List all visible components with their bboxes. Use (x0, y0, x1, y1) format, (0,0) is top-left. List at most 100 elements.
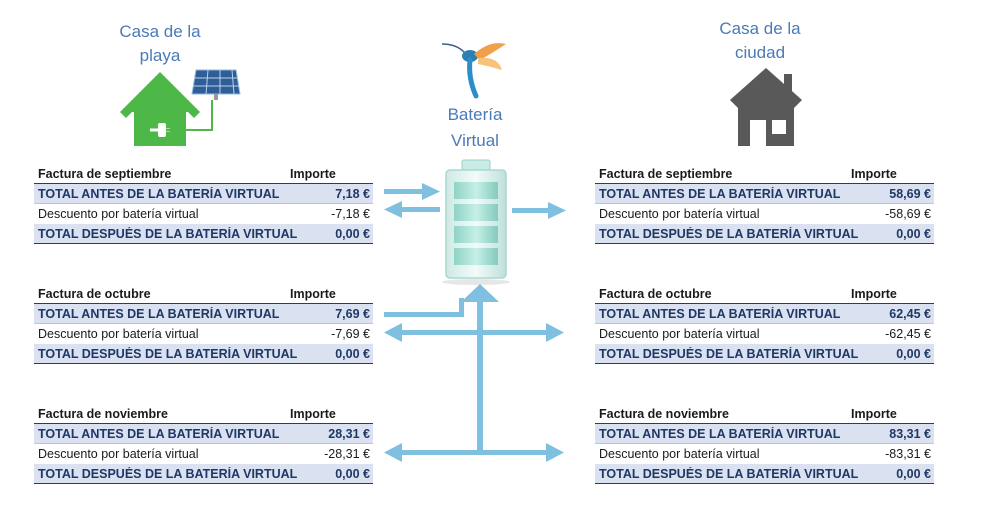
total-before-value: 83,31 € (889, 426, 931, 441)
total-after-value: 0,00 € (896, 226, 931, 241)
arrow-november-distribution (384, 443, 564, 462)
total-before-value: 7,18 € (335, 186, 370, 201)
bill-month: Factura de noviembre (38, 406, 168, 421)
total-before-label: TOTAL ANTES DE LA BATERÍA VIRTUAL (38, 186, 280, 201)
total-after-label: TOTAL DESPUÉS DE LA BATERÍA VIRTUAL (599, 466, 859, 481)
arrow-october-left-to-battery (384, 298, 464, 317)
discount-row: Descuento por batería virtual -83,31 € (595, 444, 934, 464)
total-before-row: TOTAL ANTES DE LA BATERÍA VIRTUAL 7,69 € (34, 304, 373, 324)
discount-label: Descuento por batería virtual (38, 447, 199, 461)
total-before-row: TOTAL ANTES DE LA BATERÍA VIRTUAL 28,31 … (34, 424, 373, 444)
bill-month: Factura de septiembre (38, 166, 172, 181)
virtual-battery-title-line1: Batería (447, 105, 503, 124)
bill-header: Factura de septiembre Importe (595, 164, 934, 184)
amount-header: Importe (851, 166, 897, 181)
arrow-battery-to-right (512, 202, 566, 219)
total-before-label: TOTAL ANTES DE LA BATERÍA VIRTUAL (599, 186, 841, 201)
house-icon (730, 68, 802, 146)
energy-flow-arrows (384, 183, 566, 462)
bill-month: Factura de octubre (599, 286, 712, 301)
total-before-row: TOTAL ANTES DE LA BATERÍA VIRTUAL 83,31 … (595, 424, 934, 444)
bill-right-september: Factura de septiembre Importe TOTAL ANTE… (595, 164, 934, 244)
bill-header: Factura de noviembre Importe (595, 404, 934, 424)
amount-header: Importe (290, 406, 336, 421)
total-after-row: TOTAL DESPUÉS DE LA BATERÍA VIRTUAL 0,00… (34, 464, 373, 484)
total-before-value: 7,69 € (335, 306, 370, 321)
total-after-label: TOTAL DESPUÉS DE LA BATERÍA VIRTUAL (599, 226, 859, 241)
total-after-label: TOTAL DESPUÉS DE LA BATERÍA VIRTUAL (38, 226, 298, 241)
bill-header: Factura de octubre Importe (595, 284, 934, 304)
discount-label: Descuento por batería virtual (38, 327, 199, 341)
discount-value: -7,18 € (331, 207, 370, 221)
bill-header: Factura de octubre Importe (34, 284, 373, 304)
battery-icon (442, 159, 510, 285)
total-before-value: 58,69 € (889, 186, 931, 201)
right-house-title-line2: ciudad (734, 43, 786, 62)
arrow-up-to-battery (461, 284, 499, 302)
vertical-trunk (477, 300, 483, 452)
discount-value: -28,31 € (324, 447, 370, 461)
discount-label: Descuento por batería virtual (599, 327, 760, 341)
arrow-battery-to-left (384, 201, 440, 218)
total-before-value: 62,45 € (889, 306, 931, 321)
total-before-row: TOTAL ANTES DE LA BATERÍA VIRTUAL 58,69 … (595, 184, 934, 204)
total-before-label: TOTAL ANTES DE LA BATERÍA VIRTUAL (599, 426, 841, 441)
bill-left-september: Factura de septiembre Importe TOTAL ANTE… (34, 164, 373, 244)
total-after-label: TOTAL DESPUÉS DE LA BATERÍA VIRTUAL (38, 466, 298, 481)
total-after-row: TOTAL DESPUÉS DE LA BATERÍA VIRTUAL 0,00… (595, 224, 934, 244)
total-after-value: 0,00 € (335, 346, 370, 361)
total-after-label: TOTAL DESPUÉS DE LA BATERÍA VIRTUAL (599, 346, 859, 361)
total-after-value: 0,00 € (335, 226, 370, 241)
bill-month: Factura de noviembre (599, 406, 729, 421)
discount-row: Descuento por batería virtual -62,45 € (595, 324, 934, 344)
total-after-label: TOTAL DESPUÉS DE LA BATERÍA VIRTUAL (38, 346, 298, 361)
total-before-label: TOTAL ANTES DE LA BATERÍA VIRTUAL (599, 306, 841, 321)
bill-header: Factura de septiembre Importe (34, 164, 373, 184)
total-after-row: TOTAL DESPUÉS DE LA BATERÍA VIRTUAL 0,00… (34, 224, 373, 244)
discount-value: -62,45 € (885, 327, 931, 341)
amount-header: Importe (851, 286, 897, 301)
discount-label: Descuento por batería virtual (38, 207, 199, 221)
bill-right-november: Factura de noviembre Importe TOTAL ANTES… (595, 404, 934, 484)
bill-month: Factura de septiembre (599, 166, 733, 181)
left-house-title-line2: playa (139, 46, 181, 65)
solar-panel-icon (191, 69, 241, 100)
total-after-row: TOTAL DESPUÉS DE LA BATERÍA VIRTUAL 0,00… (595, 344, 934, 364)
discount-row: Descuento por batería virtual -7,18 € (34, 204, 373, 224)
total-after-value: 0,00 € (896, 346, 931, 361)
total-after-value: 0,00 € (335, 466, 370, 481)
amount-header: Importe (290, 286, 336, 301)
arrow-october-distribution (384, 323, 564, 342)
left-house-title: Casa de la playa (100, 20, 220, 68)
total-after-value: 0,00 € (896, 466, 931, 481)
total-before-value: 28,31 € (328, 426, 370, 441)
discount-row: Descuento por batería virtual -58,69 € (595, 204, 934, 224)
total-after-row: TOTAL DESPUÉS DE LA BATERÍA VIRTUAL 0,00… (595, 464, 934, 484)
virtual-battery-title: Batería Virtual (415, 102, 535, 154)
total-before-label: TOTAL ANTES DE LA BATERÍA VIRTUAL (38, 306, 280, 321)
total-before-row: TOTAL ANTES DE LA BATERÍA VIRTUAL 62,45 … (595, 304, 934, 324)
bill-left-october: Factura de octubre Importe TOTAL ANTES D… (34, 284, 373, 364)
discount-label: Descuento por batería virtual (599, 207, 760, 221)
bill-left-november: Factura de noviembre Importe TOTAL ANTES… (34, 404, 373, 484)
virtual-battery-title-line2: Virtual (451, 131, 499, 150)
discount-row: Descuento por batería virtual -28,31 € (34, 444, 373, 464)
total-before-row: TOTAL ANTES DE LA BATERÍA VIRTUAL 7,18 € (34, 184, 373, 204)
discount-row: Descuento por batería virtual -7,69 € (34, 324, 373, 344)
bill-right-october: Factura de octubre Importe TOTAL ANTES D… (595, 284, 934, 364)
total-before-label: TOTAL ANTES DE LA BATERÍA VIRTUAL (38, 426, 280, 441)
discount-value: -83,31 € (885, 447, 931, 461)
arrow-left-to-battery (384, 183, 440, 200)
amount-header: Importe (290, 166, 336, 181)
right-house-title-line1: Casa de la (719, 19, 801, 38)
discount-value: -58,69 € (885, 207, 931, 221)
discount-value: -7,69 € (331, 327, 370, 341)
bill-header: Factura de noviembre Importe (34, 404, 373, 424)
green-house-solar-icon (120, 69, 241, 146)
discount-label: Descuento por batería virtual (599, 447, 760, 461)
left-house-title-line1: Casa de la (119, 22, 201, 41)
right-house-title: Casa de la ciudad (700, 17, 820, 65)
total-after-row: TOTAL DESPUÉS DE LA BATERÍA VIRTUAL 0,00… (34, 344, 373, 364)
amount-header: Importe (851, 406, 897, 421)
hummingbird-icon (441, 43, 506, 99)
